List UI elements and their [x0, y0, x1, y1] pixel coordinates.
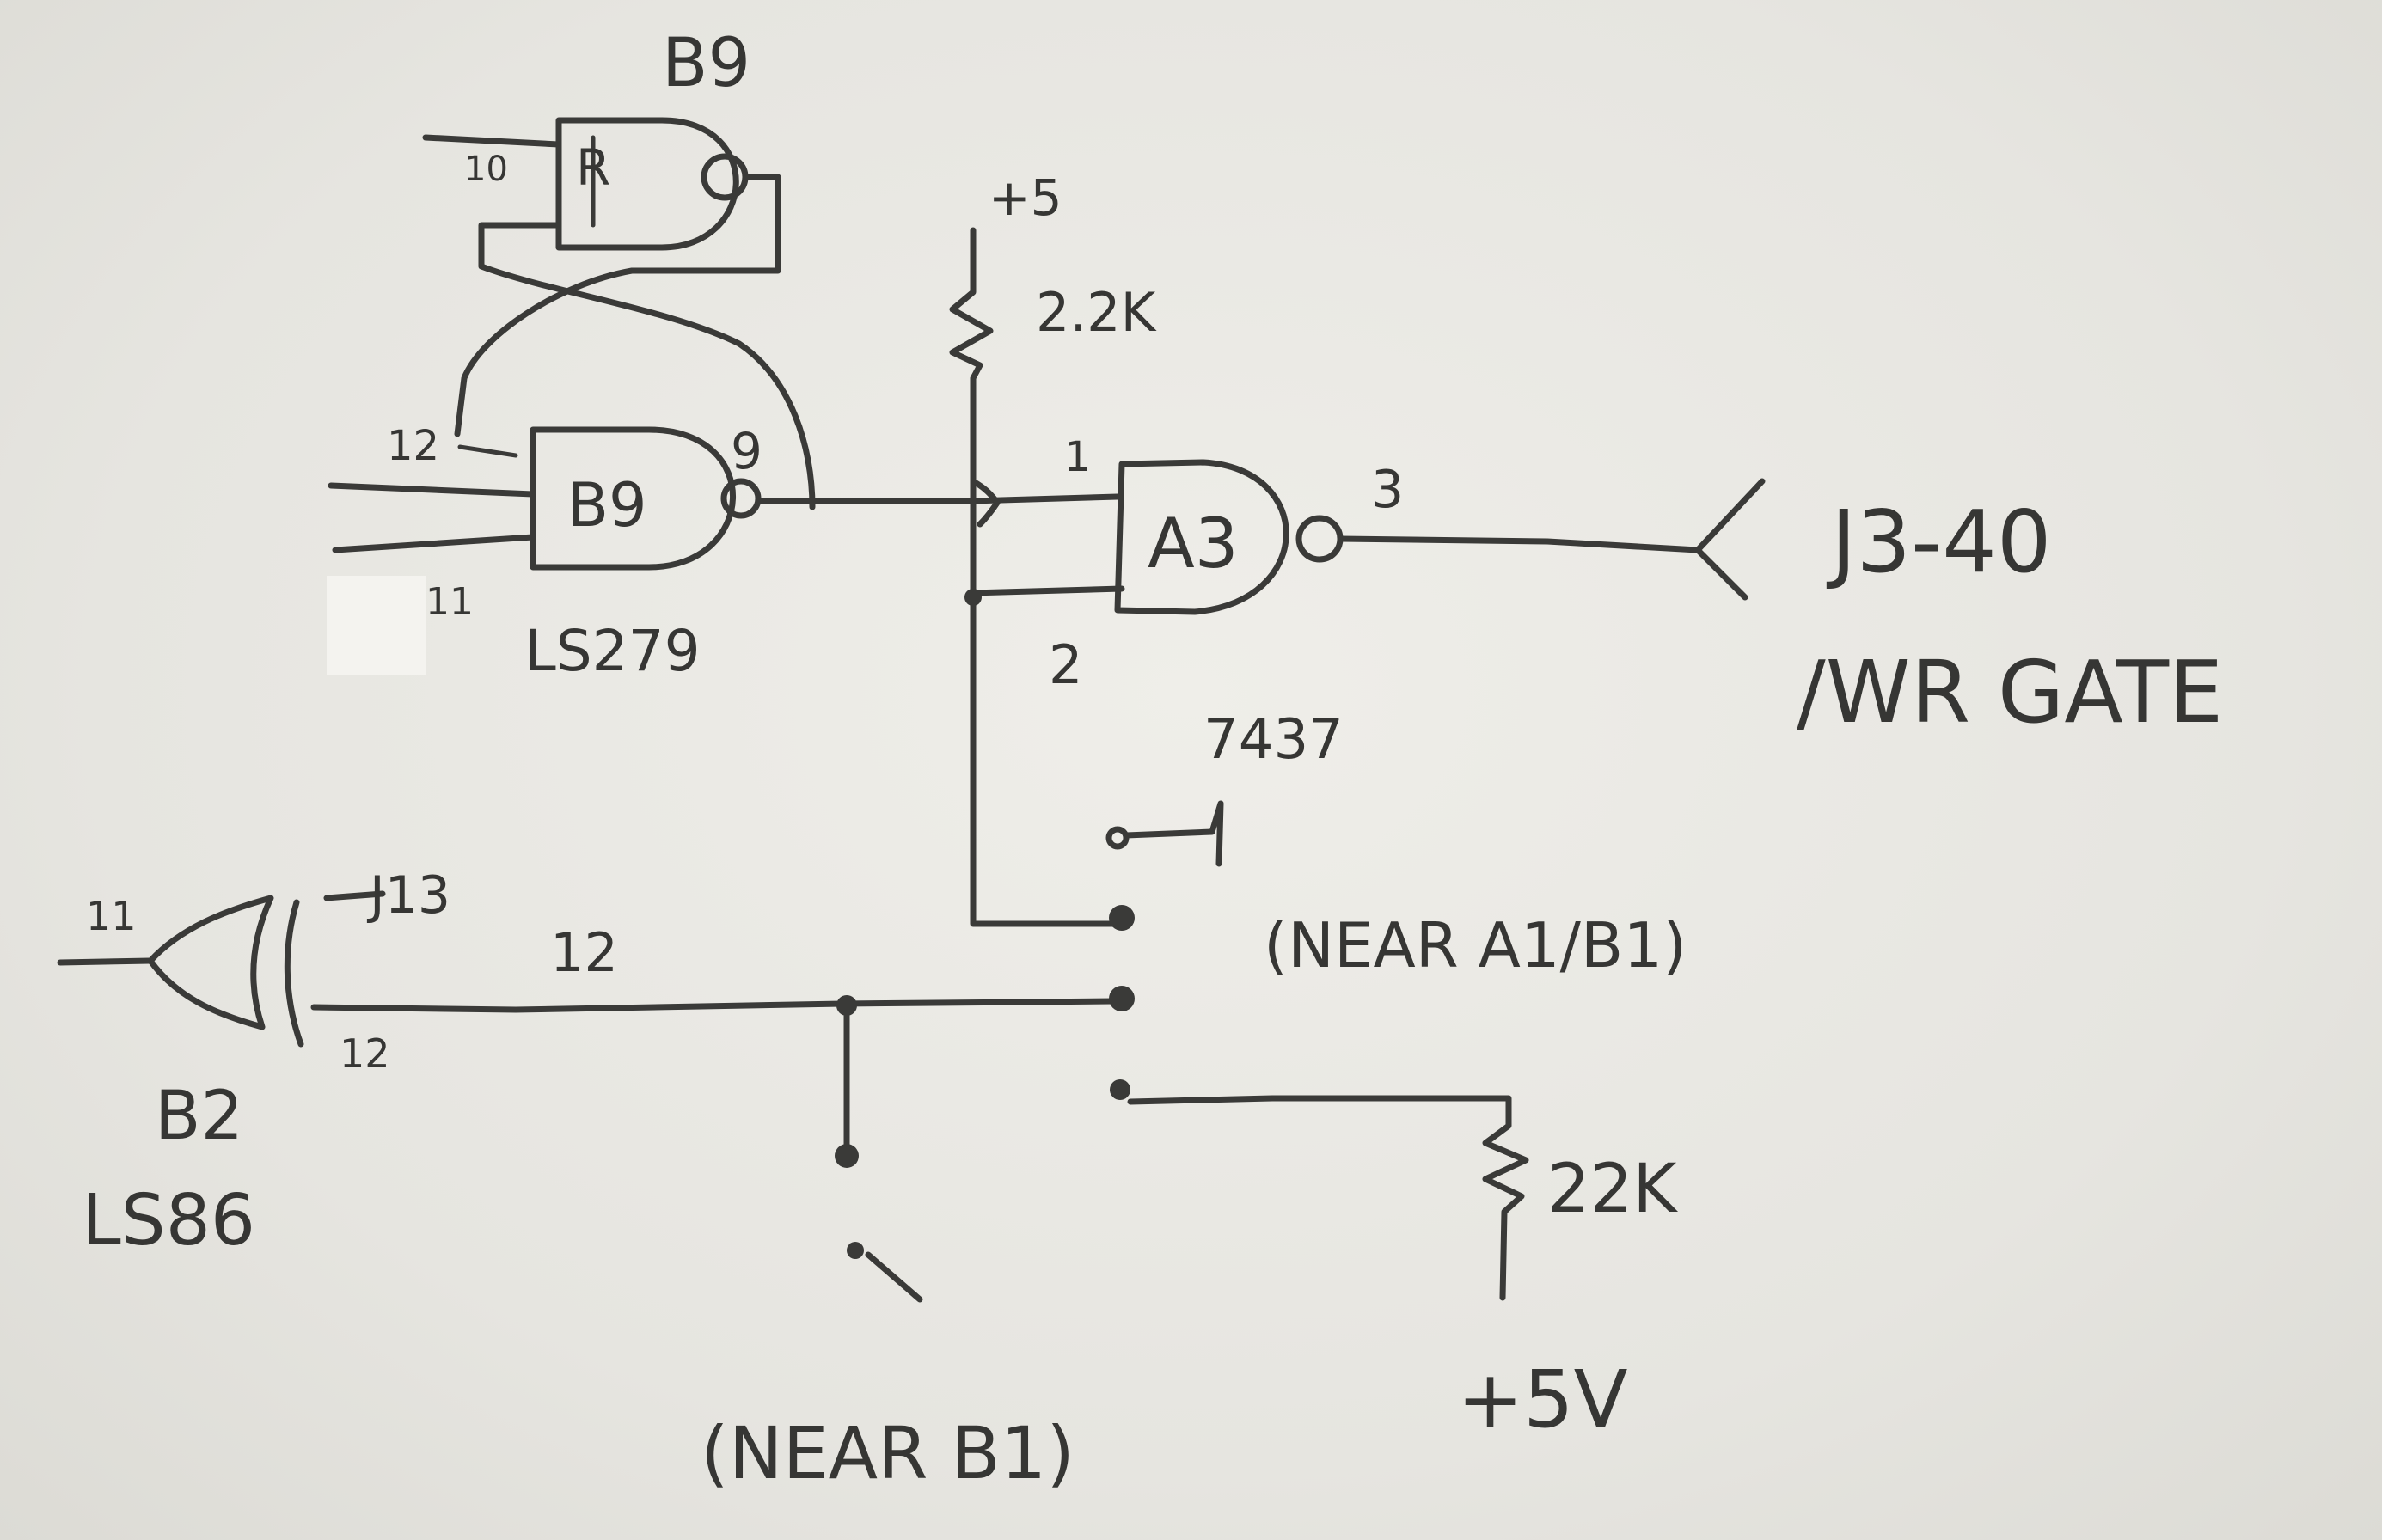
label-a3-pin1: 1 [1064, 433, 1091, 481]
ground-pad-b-lead [865, 1251, 923, 1303]
label-top-chip: B9 [662, 25, 750, 102]
wire-xor-to-jumper [310, 998, 1117, 1013]
mid-b9-input-wire-b [332, 534, 536, 553]
pullup-2k2 [949, 227, 1001, 596]
wire-to-a3-pin2 [970, 585, 1125, 596]
xor-body [147, 895, 274, 1030]
jumper-pad-4 [1110, 1079, 1130, 1100]
label-a3-pin2: 2 [1049, 633, 1082, 696]
label-pullup-supply: +5 [989, 168, 1062, 227]
a3-gate-body [1114, 459, 1289, 615]
junction-dot-2 [836, 995, 857, 1016]
wire-a3-to-j3 [1337, 535, 1701, 553]
xor-back-arc [284, 899, 304, 1048]
mid-b9-gate-body [530, 426, 736, 571]
jumper-pad-1 [1105, 826, 1130, 850]
ground-pad-a [835, 1144, 859, 1168]
label-connector: J3-40 [1826, 492, 2051, 592]
label-b9-pin12: 12 [387, 422, 439, 470]
a3-output-bubble [1295, 515, 1344, 563]
label-a3-pin3: 3 [1371, 460, 1404, 520]
xor-input-wire [57, 957, 154, 966]
label-xor-in-pin: 11 [86, 893, 137, 939]
label-pullup-value: 2.2K [1036, 281, 1157, 344]
mid-b9-input-wire-a [328, 482, 536, 498]
label-top-gate-input-pin: 10 [464, 150, 508, 189]
labels: B9 10 R +5 2.2K 12 9 11 B9 LS279 1 2 3 A… [82, 25, 2223, 1495]
label-xor-pin12: 12 [340, 1030, 390, 1077]
label-signal: /WR GATE [1797, 642, 2223, 742]
wire-to-jumper-top [970, 590, 1121, 927]
cross-wire-out-bottom [478, 222, 816, 510]
mid-b9-pin12-lead [457, 444, 518, 458]
top-b9-gate [422, 117, 816, 510]
label-xor-part: LS86 [82, 1180, 255, 1262]
jumper-pad-3 [1109, 986, 1135, 1011]
jumper-pad-2 [1109, 905, 1135, 931]
label-pullup2-supply: +5V [1457, 1354, 1628, 1445]
mid-b9-output-bubble [720, 478, 762, 519]
junction-dot [964, 589, 982, 606]
ground-pad-b [847, 1242, 864, 1259]
top-b9-output-bubble [701, 153, 749, 201]
pullup-2k2-resistor [949, 227, 994, 596]
label-xor-chip: B2 [155, 1078, 243, 1155]
label-wire-12: 12 [550, 921, 618, 984]
wire-crossover-hop [970, 478, 1001, 528]
j3-connector-arrow [1694, 478, 1766, 601]
label-b9-gate-mark: B9 [567, 470, 647, 541]
mid-b9-gate [328, 426, 762, 571]
label-a3-gate-mark: A3 [1148, 504, 1239, 584]
b2-xor-gate [57, 890, 1117, 1303]
jumper-pad-1-lead [1123, 800, 1224, 867]
xor-j13-lead [323, 890, 386, 901]
cross-wire-out-top [454, 174, 781, 437]
erased-patch [327, 576, 426, 675]
top-b9-input-wire [422, 134, 562, 148]
label-xor-out: J13 [366, 865, 450, 926]
top-b9-gate-body [555, 117, 739, 251]
label-b9-pin11: 11 [426, 580, 474, 624]
jumper-block [1105, 800, 1224, 1100]
label-a3-part: 7437 [1203, 708, 1344, 772]
label-top-gate-mark: R [576, 138, 610, 197]
label-b9-part: LS279 [524, 618, 701, 684]
label-jumper-location: (NEAR A1/B1) [1264, 909, 1687, 981]
label-pullup2-value: 22K [1547, 1151, 1678, 1228]
label-ground-location: (NEAR B1) [701, 1411, 1075, 1495]
pullup-22k-resistor [1127, 1095, 1529, 1301]
a3-gate [1114, 459, 1766, 615]
label-b9-pin9: 9 [731, 422, 762, 480]
